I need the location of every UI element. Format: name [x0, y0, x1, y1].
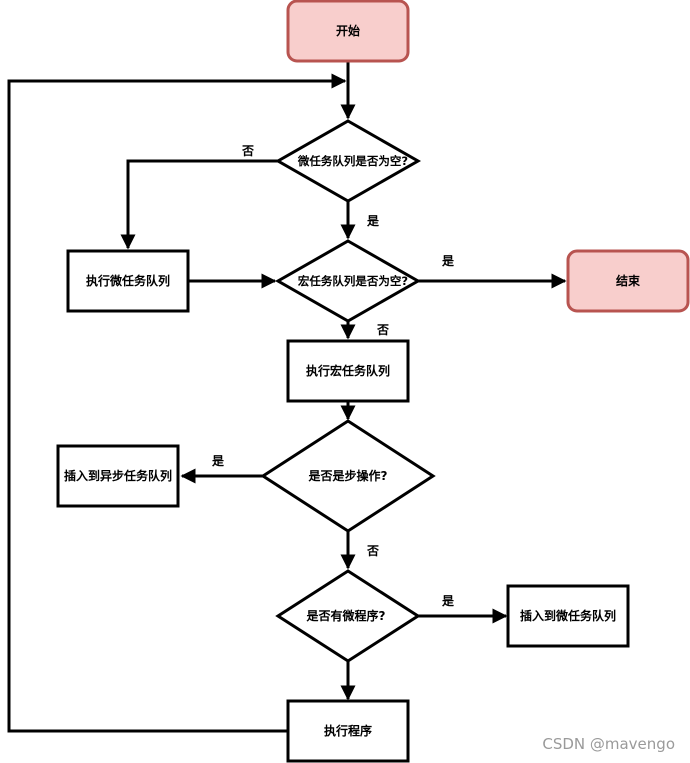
- node-q-micro-empty-label: 微任务队列是否为空?: [297, 154, 408, 168]
- edge-label-yes-4: 是: [441, 594, 455, 608]
- watermark: CSDN @mavengo: [542, 735, 675, 753]
- node-q-has-micro: 是否有微程序?: [275, 569, 421, 663]
- node-insert-micro: 插入到微任务队列: [506, 584, 630, 648]
- node-end: 结束: [566, 249, 690, 313]
- edge-label-no-1: 否: [241, 144, 254, 158]
- node-q-micro-empty: 微任务队列是否为空?: [274, 119, 422, 203]
- node-q-async-label: 是否是步操作?: [308, 468, 388, 483]
- edge-exec-program-loop-back: [7, 73, 347, 733]
- edge-label-no-2: 否: [376, 323, 389, 337]
- edge-label-yes-3: 是: [211, 454, 225, 468]
- node-exec-program-label: 执行程序: [324, 723, 372, 738]
- edge-label-yes-2: 是: [441, 254, 455, 268]
- node-q-macro-empty-label: 宏任务队列是否为空?: [298, 274, 408, 288]
- node-end-label: 结束: [616, 273, 641, 288]
- node-q-has-micro-label: 是否有微程序?: [306, 608, 386, 623]
- node-insert-async-label: 插入到异步任务队列: [64, 468, 172, 483]
- node-exec-macro: 执行宏任务队列: [286, 339, 410, 403]
- edge-labels: 否 是 是 否 是 否 是: [211, 144, 455, 608]
- edge-label-yes-1: 是: [366, 214, 380, 228]
- node-start: 开始: [286, 0, 410, 63]
- node-insert-micro-label: 插入到微任务队列: [520, 608, 616, 623]
- edge-label-no-3: 否: [366, 544, 379, 558]
- node-exec-micro: 执行微任务队列: [66, 249, 190, 313]
- node-q-async: 是否是步操作?: [260, 419, 436, 533]
- node-q-macro-empty: 宏任务队列是否为空?: [274, 239, 422, 323]
- node-insert-async: 插入到异步任务队列: [56, 444, 180, 508]
- node-exec-macro-label: 执行宏任务队列: [306, 363, 390, 378]
- node-exec-micro-label: 执行微任务队列: [86, 273, 170, 288]
- edge-q-micro-no-to-exec-micro: [120, 159, 278, 250]
- node-exec-program: 执行程序: [286, 699, 410, 763]
- node-start-label: 开始: [336, 23, 360, 38]
- edges: [7, 61, 567, 733]
